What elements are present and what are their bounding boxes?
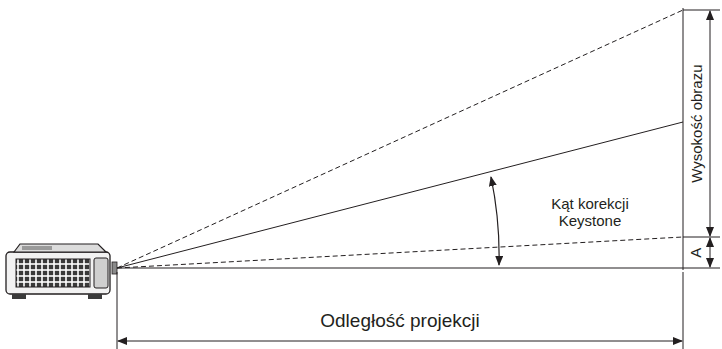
projector-illustration (6, 244, 117, 299)
image-height-label: Wysokość obrazu (687, 65, 704, 183)
keystone-angle-label: Kąt korekcji Keystone (540, 195, 640, 230)
offset-label: A (687, 248, 704, 258)
projection-distance-label: Odległość projekcji (320, 310, 479, 332)
